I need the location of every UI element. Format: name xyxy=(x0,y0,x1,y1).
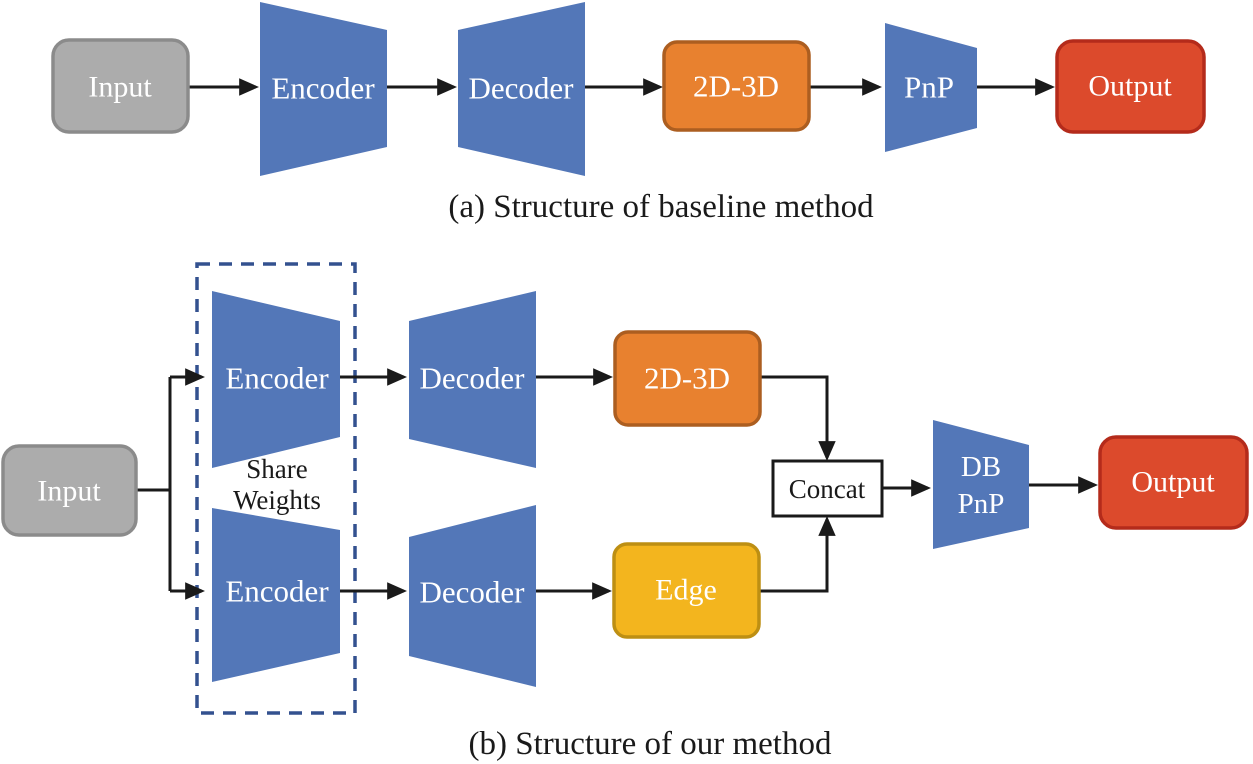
node-b-encoder-top-label: Encoder xyxy=(225,361,329,396)
node-a-output-label: Output xyxy=(1088,70,1172,103)
connector-b-input-split xyxy=(136,377,172,591)
node-b-encoder-bottom-trapezoid xyxy=(212,508,340,682)
node-b-2d3d-label: 2D-3D xyxy=(644,361,730,396)
node-b-encoder-bottom-label: Encoder xyxy=(225,574,329,609)
node-b-2d3d-box xyxy=(613,330,762,427)
share-weights-line1: Share xyxy=(246,454,307,484)
node-b-output-box xyxy=(1098,435,1249,530)
node-a-input-box xyxy=(51,38,190,134)
node-a-2d3d-label: 2D-3D xyxy=(693,69,779,104)
node-b-concat-label: Concat xyxy=(789,474,866,504)
node-a-2d3d-box xyxy=(662,40,811,132)
node-b-edge-label: Edge xyxy=(655,574,717,607)
node-b-concat-box xyxy=(771,459,884,518)
node-b-output-label: Output xyxy=(1131,466,1215,499)
node-a-output-box xyxy=(1055,39,1206,134)
our-method-diagram: Input Encoder Encoder Share Weights Deco… xyxy=(1,262,1249,762)
node-b-dbpnp-trapezoid xyxy=(933,420,1029,549)
arrow-b-edge-to-concat xyxy=(759,516,836,593)
node-b-decoder-bottom-label: Decoder xyxy=(420,575,526,610)
node-b-decoder-bottom-trapezoid xyxy=(409,505,536,687)
node-b-dbpnp-label: DB PnP xyxy=(958,451,1005,520)
node-b-input-box xyxy=(1,444,138,537)
arrow-b-2d3d-to-concat xyxy=(760,375,836,461)
node-b-decoder-top-trapezoid xyxy=(409,291,536,468)
baseline-diagram: Input Encoder Decoder 2D-3D PnP Output (… xyxy=(51,2,1206,225)
node-b-dbpnp-line2: PnP xyxy=(958,488,1005,520)
node-a-encoder-trapezoid xyxy=(260,2,387,176)
share-weights-line2: Weights xyxy=(233,485,321,515)
caption-our-method: (b) Structure of our method xyxy=(469,726,832,762)
node-a-pnp-label: PnP xyxy=(904,70,954,105)
node-a-decoder-label: Decoder xyxy=(469,71,575,106)
node-b-edge-box xyxy=(612,542,761,639)
node-b-encoder-top-trapezoid xyxy=(212,291,340,468)
node-a-encoder-label: Encoder xyxy=(271,71,375,106)
node-b-dbpnp-line1: DB xyxy=(961,451,1001,483)
node-b-decoder-top-label: Decoder xyxy=(420,361,526,396)
node-a-decoder-trapezoid xyxy=(458,2,585,176)
node-b-input-label: Input xyxy=(37,475,101,508)
node-a-pnp-trapezoid xyxy=(885,23,977,152)
caption-baseline: (a) Structure of baseline method xyxy=(448,189,874,225)
node-a-input-label: Input xyxy=(88,71,152,104)
share-weights-label: Share Weights xyxy=(233,454,321,515)
share-weights-dashed-box xyxy=(195,262,357,715)
